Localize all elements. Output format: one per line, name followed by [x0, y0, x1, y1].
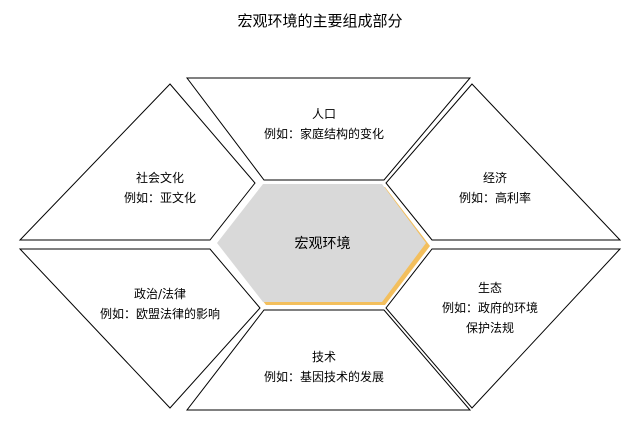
segment-bottom-title: 技术 [311, 350, 336, 364]
segment-top-shape [185, 77, 472, 181]
segment-upper-left-shape [18, 83, 256, 241]
segment-top-example: 例如：家庭结构的变化 [263, 127, 384, 141]
segment-upper-left-example: 例如：亚文化 [123, 191, 196, 205]
segment-bottom-shape [185, 309, 472, 411]
segment-top-title: 人口 [311, 107, 336, 121]
segment-top-label: 人口 例如：家庭结构的变化 [254, 104, 394, 144]
segment-lower-right-example: 例如：政府的环境 [441, 301, 538, 315]
segment-lower-left-example: 例如：欧盟法律的影响 [99, 307, 220, 321]
segment-lower-right-example-cont: 保护法规 [465, 321, 514, 335]
segment-lower-left-shape [18, 248, 261, 409]
segment-lower-right-shape [385, 248, 622, 409]
diagram-title: 宏观环境的主要组成部分 [237, 12, 403, 30]
segment-upper-right-shape [385, 83, 622, 241]
center-hexagon [217, 184, 426, 302]
segment-bottom-example: 例如：基因技术的发展 [263, 370, 384, 384]
center-label: 宏观环境 [294, 236, 351, 252]
segment-upper-left-title: 社会文化 [135, 171, 184, 185]
segment-upper-left-label: 社会文化 例如：亚文化 [100, 168, 220, 208]
segment-upper-right-title: 经济 [482, 171, 507, 185]
segment-upper-right-label: 经济 例如：高利率 [435, 168, 555, 208]
segment-lower-left-title: 政治/法律 [133, 287, 187, 301]
segment-bottom-label: 技术 例如：基因技术的发展 [254, 347, 394, 387]
segment-lower-right-label: 生态 例如：政府的环境 保护法规 [420, 278, 560, 338]
segment-lower-left-label: 政治/法律 例如：欧盟法律的影响 [90, 284, 230, 324]
segment-upper-right-example: 例如：高利率 [458, 191, 531, 205]
segment-lower-right-title: 生态 [477, 281, 502, 295]
